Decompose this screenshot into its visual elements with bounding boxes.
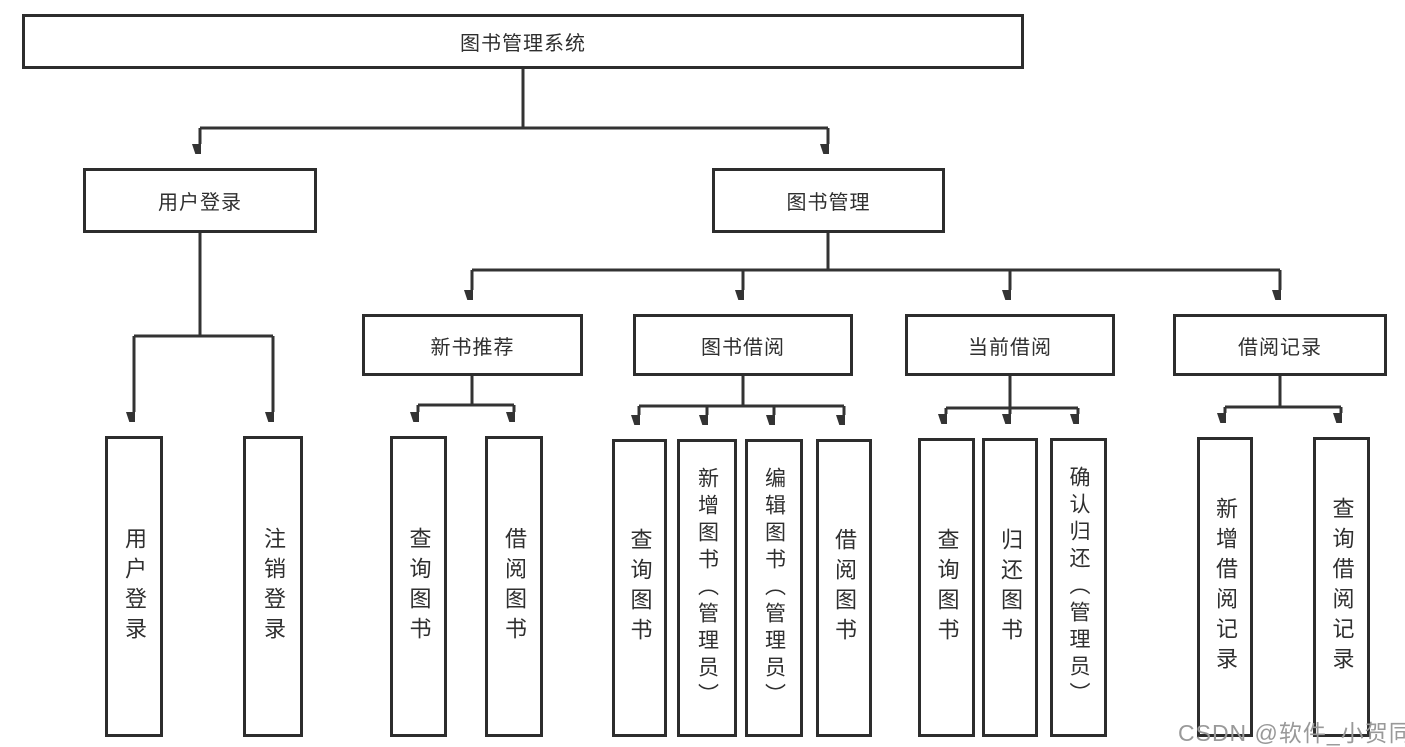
connector-group [134, 69, 1343, 415]
node-current-borrowing: 当前借阅 [905, 314, 1115, 376]
leaf-recommend-query-books: 查询图书 [390, 436, 447, 737]
node-book-borrowing: 图书借阅 [633, 314, 853, 376]
node-user-login-label: 用户登录 [158, 192, 242, 214]
node-book-management-label: 图书管理 [786, 192, 871, 214]
leaf-current-return-books-label: 归还图书 [998, 527, 1023, 648]
leaf-current-return-books: 归还图书 [982, 438, 1038, 737]
node-book-borrowing-label: 图书借阅 [701, 336, 785, 359]
leaf-user-login: 用户登录 [105, 436, 163, 737]
leaf-logout-label: 注销登录 [261, 526, 286, 647]
leaf-borrowing-add-books-admin-label: 新增图书（管理员） [695, 466, 719, 710]
leaf-recommend-query-books-label: 查询图书 [406, 526, 432, 647]
leaf-borrowing-borrow-books: 借阅图书 [816, 439, 872, 737]
node-root-library-system: 图书管理系统 [22, 14, 1024, 69]
leaf-current-confirm-return-admin-label: 确认归还（管理员） [1067, 466, 1090, 709]
leaf-recommend-borrow-books-label: 借阅图书 [502, 526, 527, 647]
leaf-borrowing-query-books-label: 查询图书 [627, 528, 653, 648]
leaf-borrowing-add-books-admin: 新增图书（管理员） [677, 439, 737, 737]
node-borrow-records: 借阅记录 [1173, 314, 1387, 376]
leaf-borrowing-edit-books-admin-label: 编辑图书（管理员） [762, 466, 786, 710]
leaf-records-query-record-label: 查询借阅记录 [1329, 497, 1355, 677]
node-root-label: 图书管理系统 [460, 33, 586, 55]
leaf-current-query-books: 查询图书 [918, 438, 975, 737]
leaf-records-query-record: 查询借阅记录 [1313, 437, 1370, 737]
csdn-watermark: CSDN @软件_小贺同学 [1178, 720, 1405, 746]
leaf-borrowing-borrow-books-label: 借阅图书 [832, 528, 857, 648]
node-current-borrowing-label: 当前借阅 [968, 336, 1052, 359]
leaf-current-confirm-return-admin: 确认归还（管理员） [1050, 438, 1107, 737]
node-book-management-module: 图书管理 [712, 168, 945, 233]
leaf-current-query-books-label: 查询图书 [934, 527, 960, 648]
node-new-book-recommend-label: 新书推荐 [430, 336, 515, 359]
leaf-user-login-label: 用户登录 [122, 526, 147, 647]
node-user-login-module: 用户登录 [83, 168, 317, 233]
leaf-recommend-borrow-books: 借阅图书 [485, 436, 543, 737]
leaf-borrowing-edit-books-admin: 编辑图书（管理员） [745, 439, 803, 737]
leaf-logout: 注销登录 [243, 436, 303, 737]
leaf-borrowing-query-books: 查询图书 [612, 439, 667, 737]
node-borrow-records-label: 借阅记录 [1238, 336, 1322, 359]
node-new-book-recommend: 新书推荐 [362, 314, 583, 376]
leaf-records-add-record-label: 新增借阅记录 [1213, 497, 1238, 677]
leaf-records-add-record: 新增借阅记录 [1197, 437, 1253, 737]
